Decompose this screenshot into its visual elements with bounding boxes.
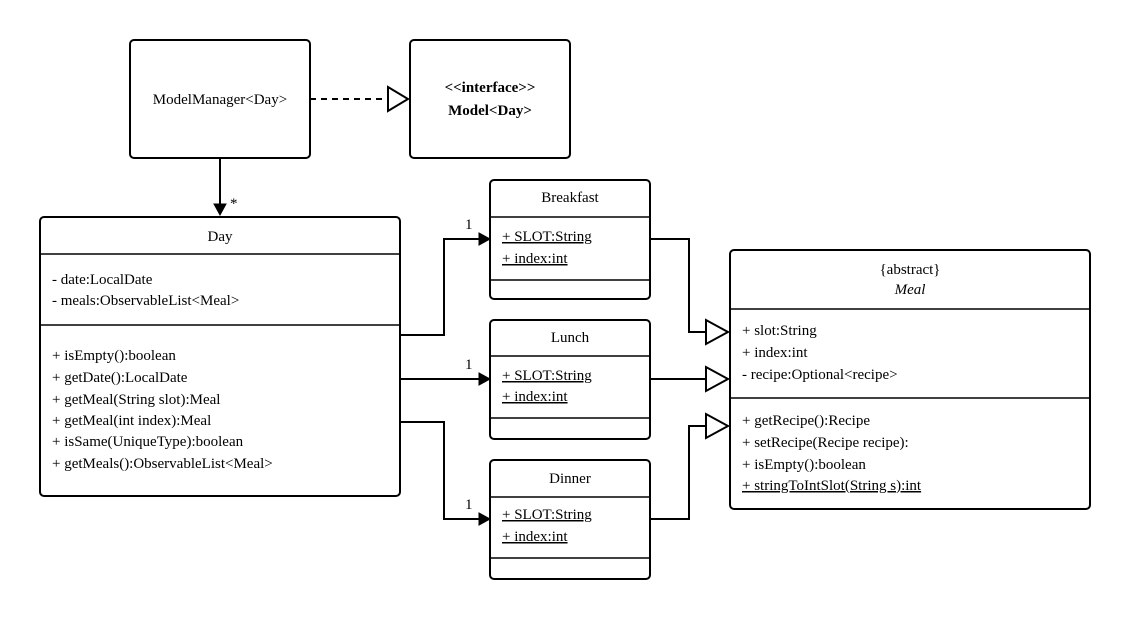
class-day[interactable]: Day - date:LocalDate - meals:ObservableL… [39, 216, 401, 497]
class-dinner[interactable]: Dinner + SLOT:String + index:int [489, 459, 651, 580]
realization-manager-to-model [310, 85, 410, 113]
day-method: + getDate():LocalDate [52, 370, 188, 386]
dinner-attribute: + index:int [502, 529, 568, 545]
model-stereotype: <<interface>> [445, 80, 536, 96]
model-name: Model<Day> [448, 103, 532, 119]
day-method: + getMeal(int index):Meal [52, 413, 211, 429]
association-day-to-lunch: 1 [400, 357, 492, 386]
breakfast-attribute: + index:int [502, 251, 568, 267]
meal-attribute: + index:int [742, 345, 808, 361]
class-meal[interactable]: {abstract} Meal + slot:String + index:in… [729, 249, 1091, 510]
association-manager-to-day: * [213, 158, 238, 217]
meal-stereotype: {abstract} [879, 262, 940, 278]
day-method: + isEmpty():boolean [52, 348, 176, 364]
multiplicity-day-dinner: 1 [465, 497, 473, 513]
day-method: + getMeal(String slot):Meal [52, 392, 220, 408]
day-method: + isSame(UniqueType):boolean [52, 434, 244, 450]
generalization-breakfast-to-meal [650, 238, 731, 346]
breakfast-name: Breakfast [541, 190, 599, 206]
multiplicity-day-breakfast: 1 [465, 217, 473, 233]
model-manager-name: ModelManager<Day> [153, 92, 287, 108]
generalization-lunch-to-meal [650, 365, 731, 393]
dinner-name: Dinner [549, 471, 591, 487]
lunch-attribute: + index:int [502, 389, 568, 405]
class-model-manager[interactable]: ModelManager<Day> [129, 39, 311, 159]
class-breakfast[interactable]: Breakfast + SLOT:String + index:int [489, 179, 651, 300]
lunch-name: Lunch [551, 330, 590, 346]
class-lunch[interactable]: Lunch + SLOT:String + index:int [489, 319, 651, 440]
day-attribute: - meals:ObservableList<Meal> [52, 293, 239, 309]
meal-method: + stringToIntSlot(String s):int [742, 478, 922, 494]
day-attribute: - date:LocalDate [52, 272, 153, 288]
meal-method: + getRecipe():Recipe [742, 413, 870, 429]
dinner-attribute: + SLOT:String [502, 507, 592, 523]
multiplicity-manager-day: * [230, 196, 238, 212]
meal-name: Meal [894, 282, 926, 298]
multiplicity-day-lunch: 1 [465, 357, 473, 373]
meal-attribute: - recipe:Optional<recipe> [742, 367, 898, 383]
association-day-to-dinner: 1 [400, 421, 492, 526]
meal-method: + isEmpty():boolean [742, 457, 866, 473]
day-method: + getMeals():ObservableList<Meal> [52, 456, 273, 472]
generalization-dinner-to-meal [650, 412, 731, 520]
meal-attribute: + slot:String [742, 323, 817, 339]
breakfast-attribute: + SLOT:String [502, 229, 592, 245]
association-day-to-breakfast: 1 [400, 217, 492, 336]
day-name: Day [208, 229, 233, 245]
meal-method: + setRecipe(Recipe recipe): [742, 435, 909, 451]
interface-model[interactable]: <<interface>> Model<Day> [409, 39, 571, 159]
lunch-attribute: + SLOT:String [502, 368, 592, 384]
